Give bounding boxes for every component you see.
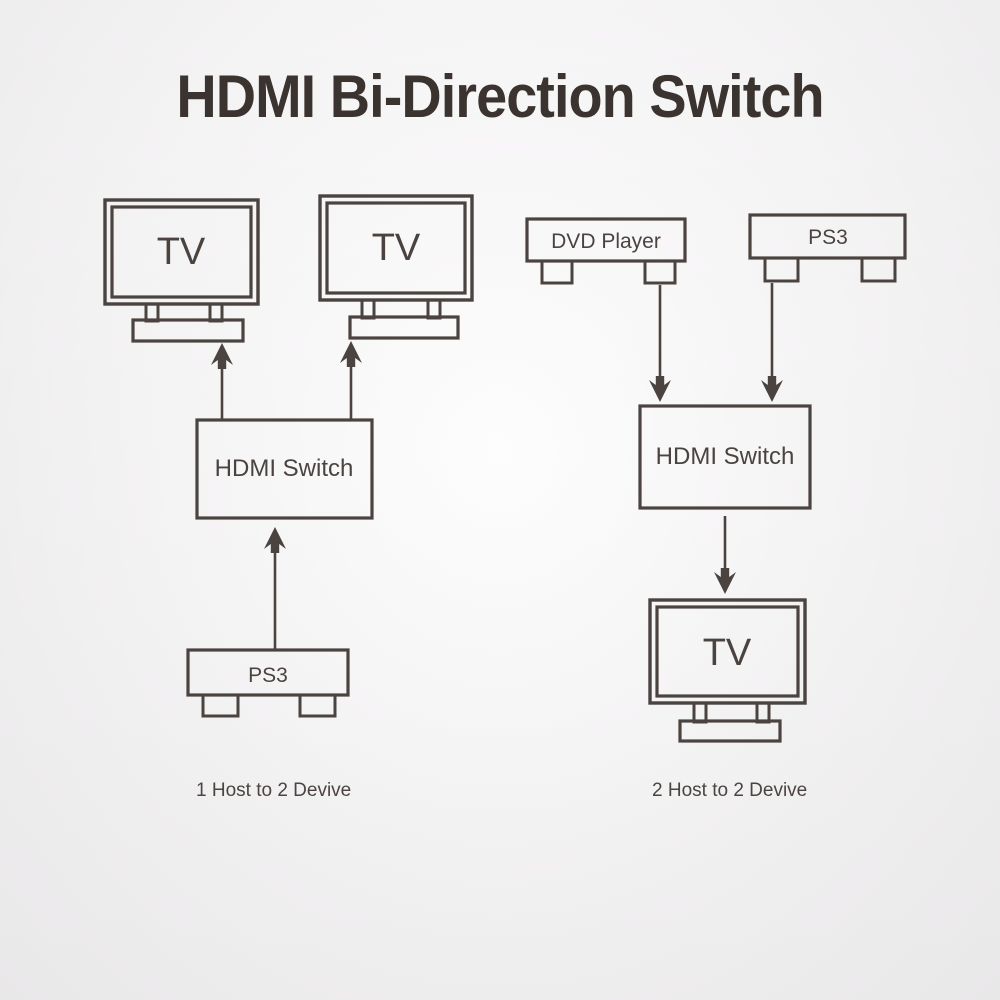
caption-left-diagram: 1 Host to 2 Devive — [196, 780, 352, 801]
page-title: HDMI Bi-Direction Switch — [176, 63, 824, 130]
tv-top-right: TV — [318, 194, 474, 340]
caption-right-diagram: 2 Host to 2 Devive — [652, 780, 808, 801]
arrow-ps3-to-switch — [264, 527, 286, 650]
ps3-source-right-label: PS3 — [808, 226, 848, 249]
tv-output: TV — [648, 598, 807, 743]
ps3-source-right: PS3 — [748, 213, 907, 283]
dvd-player-label: DVD Player — [551, 230, 661, 253]
arrow-switch-to-tv-right — [340, 341, 362, 420]
tv-top-right-label: TV — [372, 227, 421, 269]
tv-output-label: TV — [703, 632, 752, 674]
ps3-source-left-label: PS3 — [248, 664, 288, 687]
arrow-dvd-to-switch — [649, 285, 671, 402]
tv-top-left-label: TV — [157, 231, 206, 273]
arrow-switch-to-tv-bottom — [714, 516, 736, 594]
hdmi-switch-left-label: HDMI Switch — [215, 455, 354, 482]
dvd-player: DVD Player — [525, 217, 687, 285]
hdmi-switch-right: HDMI Switch — [638, 404, 812, 510]
hdmi-switch-left: HDMI Switch — [195, 418, 374, 520]
hdmi-switch-right-label: HDMI Switch — [656, 443, 795, 470]
tv-top-left: TV — [103, 198, 260, 343]
arrow-switch-to-tv-left — [211, 343, 233, 420]
arrow-ps3-to-switch-right — [761, 283, 783, 402]
ps3-source-left: PS3 — [186, 648, 350, 718]
